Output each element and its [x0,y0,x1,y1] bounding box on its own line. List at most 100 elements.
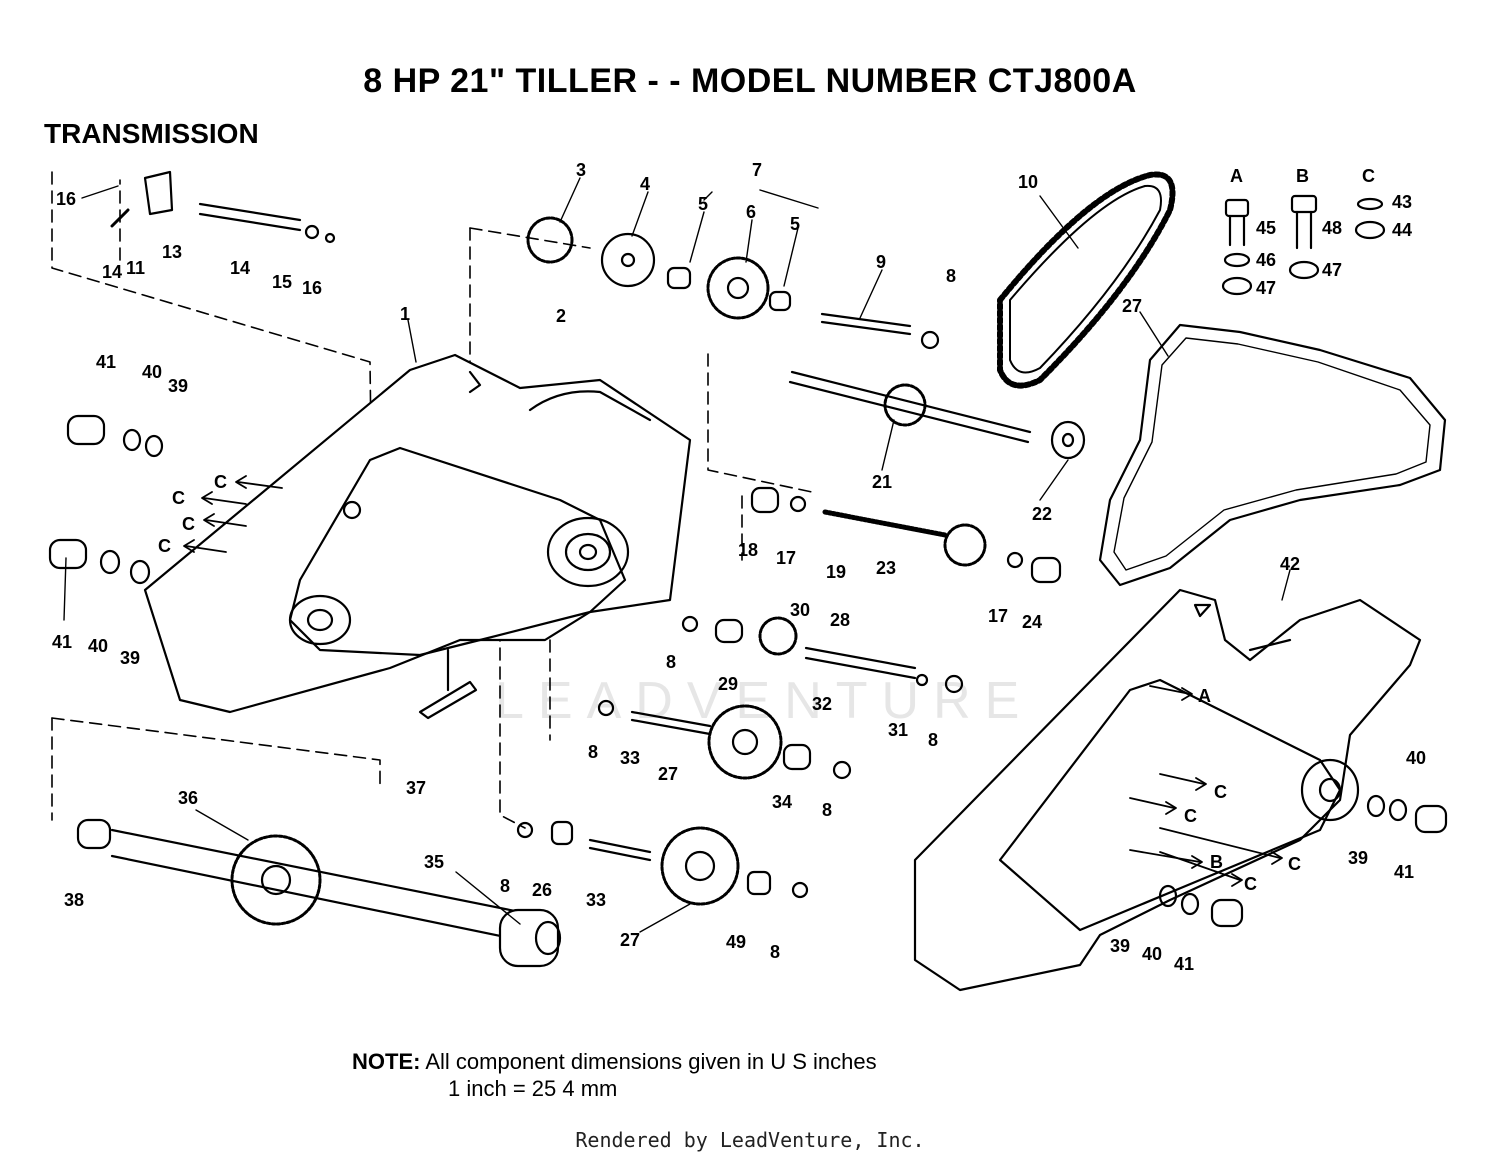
note-line-2: 1 inch = 25 4 mm [448,1076,618,1101]
callout-8c: 8 [928,730,938,750]
shaft-19 [750,486,1062,584]
arrow-label-c5: C [1214,782,1227,802]
drive-chain [997,171,1176,389]
callout-23: 23 [876,558,896,578]
callout-8d: 8 [588,742,598,762]
callout-2: 2 [556,306,566,326]
callout-39a: 39 [168,376,188,396]
section-heading: TRANSMISSION [44,118,259,149]
callout-5b: 5 [790,214,800,234]
callout-39b: 39 [120,648,140,668]
callout-41d: 41 [1174,954,1194,974]
callout-17a: 17 [776,548,796,568]
callout-49: 49 [726,932,746,952]
shaft-33-upper [597,699,852,780]
callout-9: 9 [876,252,886,272]
callout-47a: 47 [1256,278,1276,298]
callout-40a: 40 [142,362,162,382]
callout-33a: 33 [620,748,640,768]
callout-39d: 39 [1110,936,1130,956]
callout-19: 19 [826,562,846,582]
callout-10: 10 [1018,172,1038,192]
arrow-label-c2: C [172,488,185,508]
callout-21: 21 [872,472,892,492]
watermark: LEADVENTURE [495,672,1033,730]
callout-44: 42 [1280,554,1300,574]
credit-footer: Rendered by LeadVenture, Inc. [575,1128,925,1152]
callout-22: 22 [1032,504,1052,524]
callout-45: 45 [1256,218,1276,238]
legend-col-b: B [1296,166,1309,186]
callout-40d: 40 [1142,944,1162,964]
callout-4: 4 [640,174,650,194]
callout-26: 26 [532,880,552,900]
left-bearings [48,414,164,585]
callout-41a: 41 [96,352,116,372]
arrow-label-c7: C [1288,854,1301,874]
arrow-label-c3: C [182,514,195,534]
bracket-37 [418,680,478,720]
callout-6: 6 [746,202,756,222]
callout-25: 27 [1122,296,1142,316]
callout-29: 29 [718,674,738,694]
arrow-label-c8: C [1244,874,1257,894]
page-title: 8 HP 21" TILLER - - MODEL NUMBER CTJ800A [363,62,1137,100]
callout-8b: 8 [666,652,676,672]
callout-47b: 47 [1322,260,1342,280]
note-line-1: NOTE: All component dimensions given in … [352,1049,877,1075]
callout-31: 31 [888,720,908,740]
callout-42: 43 [1392,192,1412,212]
shaft-33-lower [516,820,809,906]
callout-1: 1 [400,304,410,324]
callout-32: 32 [812,694,832,714]
callout-15: 15 [272,272,292,292]
callout-40c: 40 [1406,748,1426,768]
alignment-arrows [183,475,1283,887]
callout-13: 13 [162,242,182,262]
arrow-label-a: A [1198,686,1211,706]
callout-41c: 41 [1394,862,1414,882]
callout-24: 24 [1022,612,1042,632]
housing-right [913,588,1422,992]
callout-27a: 27 [658,764,678,784]
callout-38: 38 [64,890,84,910]
callout-12: 14 [102,262,122,282]
arrow-label-b: B [1210,852,1223,872]
callout-34: 34 [772,792,792,812]
arrow-label-c6: C [1184,806,1197,826]
note-label: NOTE: [352,1049,421,1074]
callout-8g: 8 [770,942,780,962]
arrow-label-c4: C [158,536,171,556]
legend-col-c: C [1362,166,1375,186]
callout-37: 37 [406,778,426,798]
callout-46: 46 [1256,250,1276,270]
callout-11: 11 [126,258,145,278]
shaft-32 [681,615,964,694]
callout-28: 28 [830,610,850,630]
callout-8a: 8 [946,266,956,286]
callout-17b: 17 [988,606,1008,626]
callout-48: 48 [1322,218,1342,238]
upper-gear-cluster [526,216,940,350]
note-text-1: All component dimensions given in U S in… [425,1049,877,1074]
callout-7: 7 [752,160,762,180]
callout-39c: 39 [1348,848,1368,868]
output-axle [76,818,562,968]
shift-assembly [110,170,336,244]
callout-35: 35 [424,852,444,872]
callout-30: 30 [790,600,810,620]
arrow-label-c1: C [214,472,227,492]
callout-numbers: 16 14 11 13 14 15 16 1 2 3 4 5 6 7 5 9 8… [52,160,1426,974]
housing-left [143,353,692,714]
hardware-legend [1221,194,1386,296]
callout-5a: 5 [698,194,708,214]
shaft-21 [788,370,1086,460]
callout-36: 36 [178,788,198,808]
callout-14: 14 [230,258,250,278]
callout-40b: 40 [88,636,108,656]
gasket [1098,323,1447,587]
legend-col-a: A [1230,166,1243,186]
callout-18: 18 [738,540,758,560]
callout-8f: 8 [500,876,510,896]
